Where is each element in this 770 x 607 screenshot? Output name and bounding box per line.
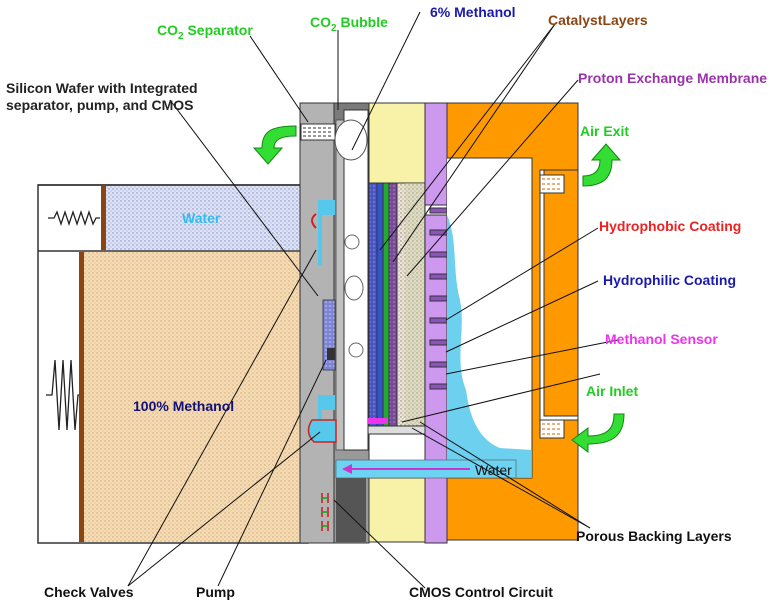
check-valves-label: Check Valves [44,584,134,600]
porous-backing-layers-label: Porous Backing Layers [576,528,732,544]
methanol-100-label: 100% Methanol [133,398,235,414]
leader-lines [127,11,619,589]
co2-separator-label: CO2 Separator [157,22,253,42]
curved-arrow-icon [252,125,297,165]
water-return [335,215,532,479]
silicon-wafer-label-line2: separator, pump, and CMOS [6,97,194,113]
fuel-cell-stack [367,102,427,543]
membrane [382,182,390,427]
check-valve-icon [311,213,317,229]
cmos-circuit-icon [321,493,329,531]
water-tank-label: Water [182,210,221,226]
curved-arrow-icon [571,413,625,453]
reservoir [37,184,309,544]
water-piston [101,186,106,250]
methanol-sensor-label: Methanol Sensor [605,331,718,347]
co2-bubble-icon [334,119,368,161]
methanol-tank [84,252,308,542]
methanol-piston [79,252,84,542]
hydrophilic-coating-label: Hydrophilic Coating [603,272,736,288]
check-valve-icon [307,419,337,443]
methanol-sensor [368,418,388,424]
methanol-6-label: 6% Methanol [430,4,516,20]
co2-bubble-label: CO2 Bubble [310,14,388,34]
water-tank [106,186,308,250]
anode-backing-layer [368,182,378,427]
air-inlet-slots [539,419,565,439]
methanol-spring-icon [46,359,79,431]
air-exit-label: Air Exit [580,123,630,139]
air-exit-slots [539,174,565,194]
pump-label: Pump [196,584,235,600]
hydrophobic-coating-label: Hydrophobic Coating [599,218,742,234]
silicon-wafer-label-line1: Silicon Wafer with Integrated [6,80,198,96]
membrane-column [424,102,448,544]
air-inlet-label: Air Inlet [586,383,639,399]
water-channel-label: Water [475,462,512,478]
proton-exchange-membrane-label: Proton Exchange Membrane [578,70,768,86]
curved-arrow-icon [582,143,622,187]
water-spring-icon [48,209,100,227]
cmos-control-circuit-label: CMOS Control Circuit [409,584,553,600]
anode-catalyst [376,182,384,427]
cathode-catalyst [388,182,398,427]
catalyst-layers-label: CatalystLayers [548,12,648,28]
anode-chamber [334,109,369,451]
cathode-frame [446,102,579,541]
arrow-left-icon [342,464,352,474]
